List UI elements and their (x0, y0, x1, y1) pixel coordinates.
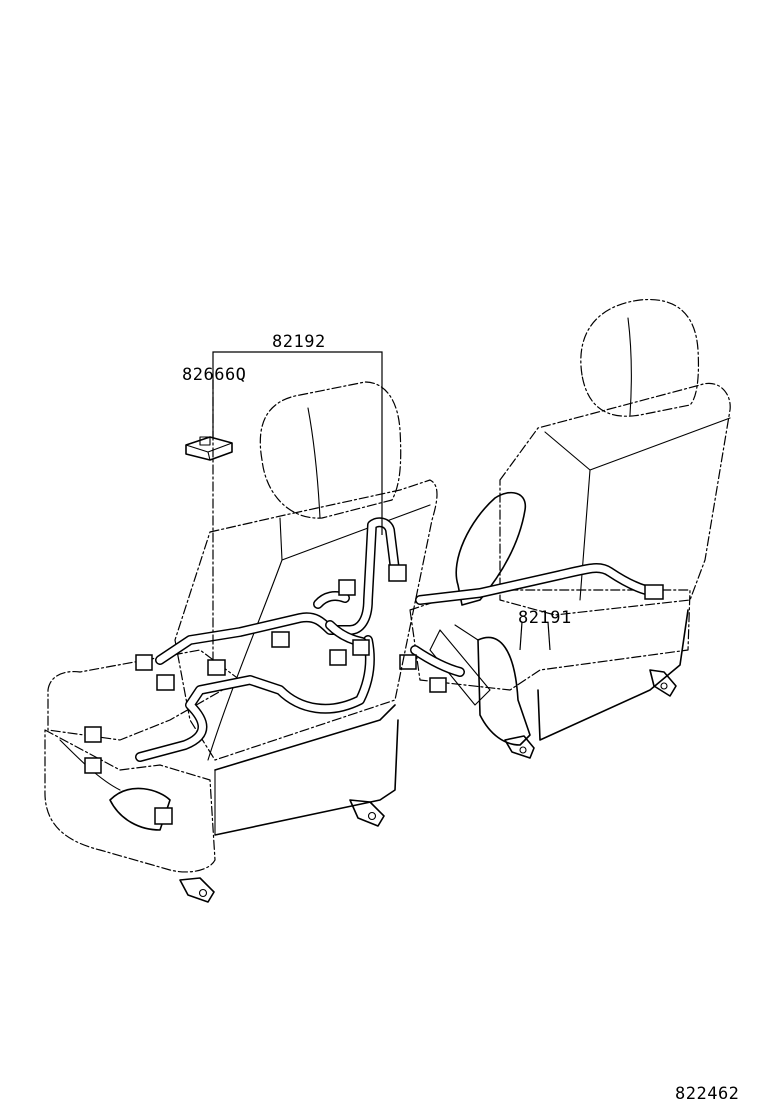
right-seat (409, 298, 731, 759)
label-82192: 82192 (272, 332, 326, 352)
left-seat (44, 381, 438, 903)
connector (207, 659, 226, 676)
label-82191: 82191 (518, 608, 572, 628)
connector (156, 674, 175, 691)
connector (352, 639, 370, 656)
label-82666q: 82666Q (182, 365, 246, 385)
connector (329, 649, 347, 666)
harness-82191 (399, 563, 664, 693)
connector (271, 631, 290, 648)
connector (644, 584, 664, 600)
leader-lines (212, 351, 551, 661)
connector (135, 654, 153, 671)
connector (388, 564, 407, 582)
connector (338, 579, 356, 596)
connector (154, 807, 173, 825)
connector (84, 726, 102, 743)
clip-part-icon (185, 436, 233, 461)
harness-82192 (84, 517, 407, 825)
illustration-number: 822462 (675, 1084, 739, 1104)
connector (429, 677, 447, 693)
connector (84, 757, 102, 774)
